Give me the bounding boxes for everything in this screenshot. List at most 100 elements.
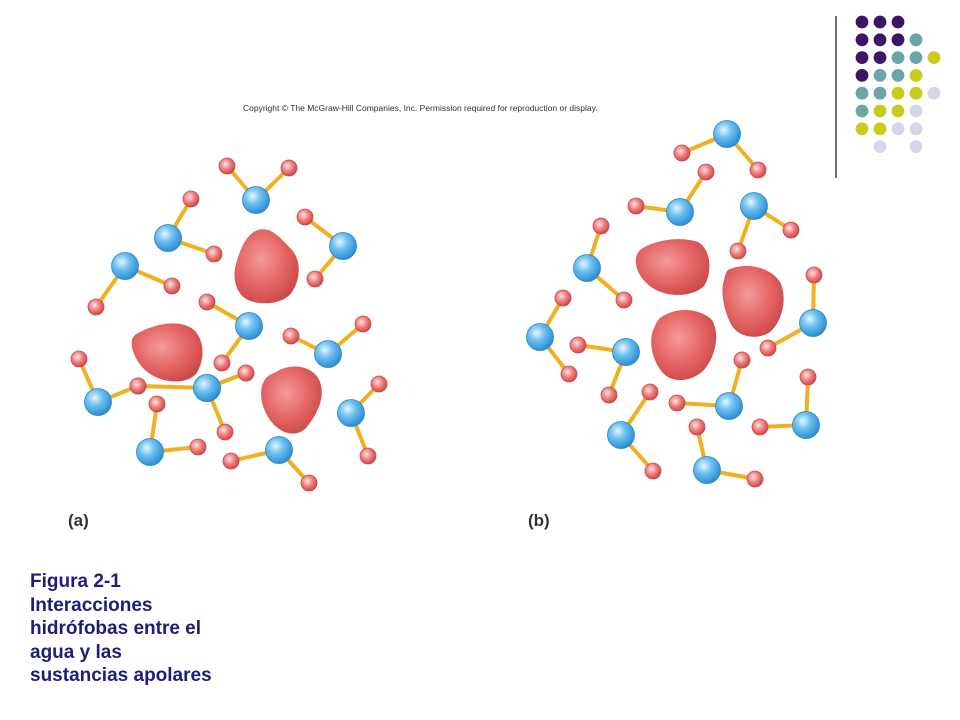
water-molecule [136, 395, 207, 466]
hydrogen-atom [70, 350, 88, 368]
caption-line: Figura 2-1 [30, 571, 121, 592]
water-molecule [673, 120, 767, 179]
decorative-dot [891, 86, 905, 100]
hydrogen-atom [237, 364, 255, 382]
oxygen-atom [740, 192, 768, 220]
hydrogen-atom [799, 368, 817, 386]
oxygen-atom [265, 436, 293, 464]
oxygen-atom [337, 399, 365, 427]
oxygen-atom [136, 438, 164, 466]
water-molecule [70, 350, 147, 416]
hydrogen-atom [673, 144, 691, 162]
copyright-notice: Copyright © The McGraw-Hill Companies, I… [243, 103, 598, 113]
panel-label-b: (b) [528, 511, 550, 530]
oxygen-atom [329, 232, 357, 260]
water-molecule [296, 208, 357, 288]
decorative-dot [855, 104, 869, 118]
hydrogen-atom [697, 163, 715, 181]
hydrogen-atom [688, 418, 706, 436]
decorative-dot [873, 15, 887, 29]
decorative-dot [855, 51, 869, 64]
water-molecule [337, 375, 388, 465]
decorative-dot [873, 51, 887, 64]
hydrogen-atom [569, 336, 587, 354]
decorative-dot [891, 33, 905, 47]
hydrogen-atom [592, 217, 610, 235]
water-molecule [668, 351, 751, 420]
decorative-dot [927, 86, 941, 100]
decorative-dot [891, 122, 905, 136]
nonpolar-molecule [234, 229, 299, 304]
hydrogen-atom [296, 208, 314, 226]
caption-line: sustancias apolares [30, 665, 212, 686]
oxygen-atom [242, 186, 270, 214]
decorative-dot [891, 15, 905, 29]
hydrogen-atom [213, 354, 231, 372]
oxygen-atom [111, 252, 139, 280]
decorative-dot [855, 86, 869, 100]
decorative-dot [891, 69, 905, 82]
caption-line: Interacciones [30, 594, 153, 616]
hydrogen-atom [600, 386, 618, 404]
hydrogen-atom [222, 452, 240, 470]
decorative-dot [873, 122, 887, 136]
figure-caption: Figura 2-1 Interacciones hidrófobas entr… [30, 570, 260, 688]
decorative-dot [891, 51, 905, 64]
hydrogen-atom [782, 221, 800, 239]
decorative-dot [873, 33, 887, 47]
water-molecule [218, 157, 298, 214]
hydrogen-atom [644, 462, 662, 480]
water-molecule [282, 315, 372, 368]
hydrogen-atom [189, 438, 207, 456]
oxygen-atom [713, 120, 741, 148]
hydrogen-atom [759, 339, 777, 357]
decorative-dot [891, 104, 905, 118]
hydrogen-atom [641, 383, 659, 401]
water-molecule [193, 364, 255, 441]
hydrogen-atom [205, 245, 223, 263]
oxygen-atom [526, 323, 554, 351]
oxygen-atom [715, 392, 743, 420]
decorative-dot [855, 69, 869, 82]
hydrogen-atom [354, 315, 372, 333]
hydrogen-atom [615, 291, 633, 309]
panel-b-diagram [526, 120, 827, 488]
nonpolar-molecule [131, 323, 203, 382]
decorative-dot [873, 69, 887, 82]
decorative-dot-grid [835, 15, 941, 178]
hydrogen-atom [729, 242, 747, 260]
hydrogen-atom [751, 418, 769, 436]
oxygen-atom [235, 312, 263, 340]
oxygen-atom [792, 411, 820, 439]
hydrogen-atom [282, 327, 300, 345]
decorative-dot [873, 140, 887, 154]
water-molecule [222, 436, 318, 492]
hydrogen-atom [182, 190, 200, 208]
decorative-dot [909, 104, 923, 118]
water-molecule [759, 266, 827, 357]
decorative-dot [855, 15, 869, 29]
hydrogen-atom [668, 394, 686, 412]
oxygen-atom [799, 309, 827, 337]
water-molecule [569, 336, 640, 404]
hydrogen-atom [198, 293, 216, 311]
water-molecule [729, 192, 800, 260]
water-molecule [607, 383, 662, 480]
hydrogen-atom [218, 157, 236, 175]
decorative-dot [873, 86, 887, 100]
hydrogen-atom [306, 270, 324, 288]
hydrogen-atom [359, 447, 377, 465]
hydrogen-atom [163, 277, 181, 295]
water-molecule [688, 418, 764, 488]
oxygen-atom [314, 340, 342, 368]
decorative-dot [909, 69, 923, 82]
oxygen-atom [607, 421, 635, 449]
oxygen-atom [84, 388, 112, 416]
hydrogen-atom [554, 289, 572, 307]
oxygen-atom [666, 198, 694, 226]
caption-line: agua y las [30, 641, 122, 663]
hydrogen-atom [148, 395, 166, 413]
decorative-dot [909, 86, 923, 100]
hydrogen-atom [216, 423, 234, 441]
hydrogen-atom [370, 375, 388, 393]
